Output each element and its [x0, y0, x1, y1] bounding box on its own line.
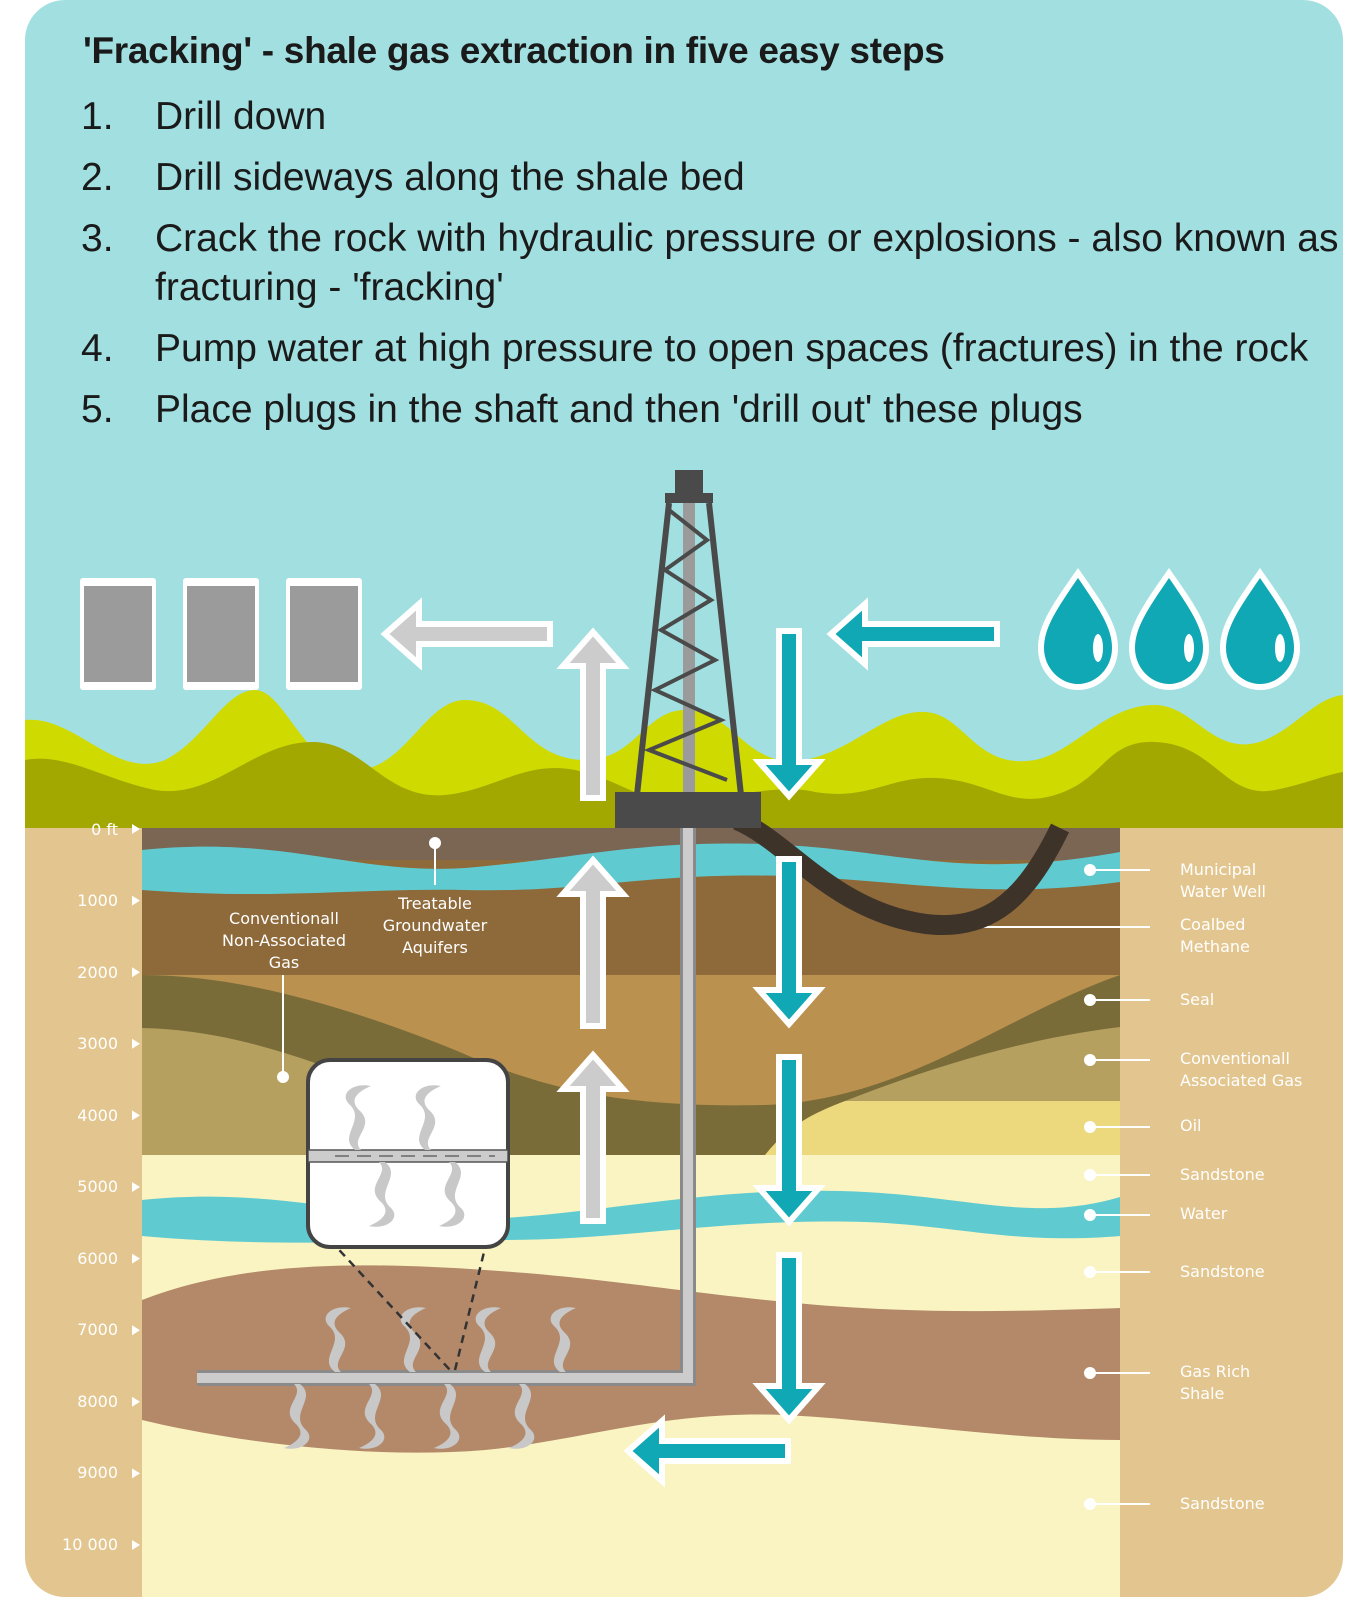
depth-tick — [132, 1396, 140, 1407]
teal-arrow-icon — [623, 1414, 791, 1488]
teal-arrow-icon — [826, 597, 1000, 671]
barrels — [80, 578, 362, 690]
depth-label: 10 000 — [62, 1535, 118, 1554]
teal-arrow-icon — [752, 1054, 826, 1227]
derrick-icon — [615, 470, 761, 828]
grey-arrow-icon — [556, 627, 630, 801]
barrel-icon — [183, 578, 259, 690]
steps-list: 1.Drill down 2.Drill sideways along the … — [81, 92, 1343, 446]
barrel-icon — [80, 578, 156, 690]
callout-non-associated-gas: Conventionall Non-Associated Gas — [221, 909, 347, 972]
layer-label-sandstone: Sandstone — [1180, 1262, 1265, 1281]
depth-label: 0 ft — [91, 820, 118, 839]
depth-label: 6000 — [77, 1249, 118, 1268]
depth-label: 9000 — [77, 1463, 118, 1482]
teal-arrow-icon — [752, 628, 826, 801]
depth-tick — [132, 1182, 140, 1192]
layer-label-oil: Oil — [1180, 1116, 1202, 1135]
layer-label-coalbed-methane: Coalbed Methane — [1180, 915, 1250, 956]
step-item: 4.Pump water at high pressure to open sp… — [81, 327, 1309, 370]
depth-ticks — [132, 824, 140, 1550]
teal-arrow-icon — [752, 1252, 826, 1425]
depth-tick — [132, 1038, 140, 1049]
page-title: 'Fracking' - shale gas extraction in fiv… — [83, 30, 945, 71]
grey-arrow-icon — [380, 597, 553, 671]
depth-label: 1000 — [77, 891, 118, 910]
depth-tick — [132, 1253, 140, 1264]
coalbed-methane-pipe — [732, 810, 1069, 936]
depth-tick — [132, 824, 140, 834]
water-drop-icon — [1129, 568, 1209, 690]
depth-tick — [132, 895, 140, 906]
grey-arrow-icon — [556, 1050, 630, 1224]
callout-aquifers: Treatable Groundwater Aquifers — [382, 894, 488, 957]
barrel-icon — [286, 578, 362, 690]
depth-label: 7000 — [77, 1320, 118, 1339]
depth-tick — [132, 1540, 140, 1550]
depth-label: 4000 — [77, 1106, 118, 1125]
water-drops — [1038, 568, 1300, 690]
infographic-card: 'Fracking' - shale gas extraction in fiv… — [25, 0, 1343, 1597]
depth-tick — [132, 1110, 140, 1121]
teal-arrow-icon — [752, 856, 826, 1029]
teal-arrow-icon — [623, 597, 1000, 1488]
grey-arrow-icon — [380, 597, 630, 1224]
depth-label: 2000 — [77, 963, 118, 982]
layer-label-gas-rich-shale: Gas Rich Shale — [1180, 1362, 1251, 1403]
step-item: 1.Drill down — [81, 95, 327, 138]
layer-label-municipal-water-well: Municipal Water Well — [1180, 860, 1266, 901]
grey-arrow-icon — [556, 855, 630, 1029]
step-item: 3.Crack the rock with hydraulic pressure… — [81, 217, 1339, 309]
depth-tick — [132, 1468, 140, 1479]
diagram-scene — [25, 0, 1343, 1597]
layer-label-sandstone: Sandstone — [1180, 1494, 1265, 1513]
depth-tick — [132, 967, 140, 978]
depth-label: 8000 — [77, 1392, 118, 1411]
depth-tick — [132, 1325, 140, 1336]
water-drop-icon — [1220, 568, 1300, 690]
hill-dark — [25, 741, 1343, 830]
step-item: 5.Place plugs in the shaft and then 'dri… — [81, 388, 1083, 431]
layer-label-sandstone: Sandstone — [1180, 1165, 1265, 1184]
magnifier-inset-icon — [306, 1058, 510, 1371]
callout-leaders — [277, 837, 441, 1083]
depth-label: 5000 — [77, 1177, 118, 1196]
depth-label: 3000 — [77, 1034, 118, 1053]
water-drop-icon — [1038, 568, 1118, 690]
layer-label-seal: Seal — [1180, 990, 1215, 1009]
step-item: 2.Drill sideways along the shale bed — [81, 156, 745, 199]
layer-label-water: Water — [1180, 1204, 1228, 1223]
layer-label-associated-gas: Conventionall Associated Gas — [1180, 1049, 1303, 1090]
